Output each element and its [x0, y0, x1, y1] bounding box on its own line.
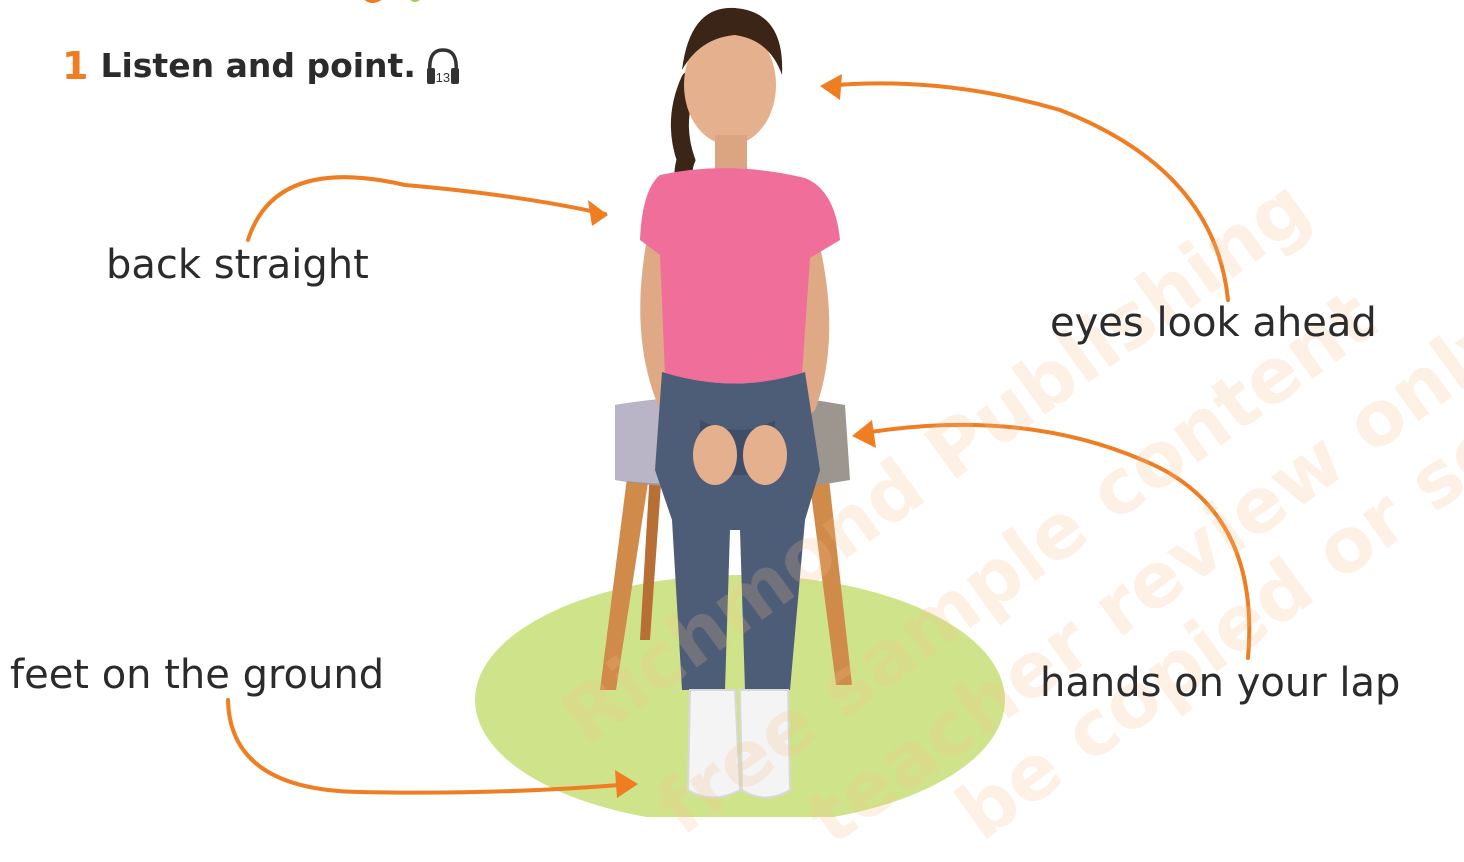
arrowhead [588, 200, 608, 226]
label-feet-on-ground: feet on the ground [10, 650, 384, 700]
activity-heading: 1 Listen and point. 13 [62, 44, 460, 88]
label-hands-on-lap: hands on your lap [1040, 658, 1400, 708]
arrow-back-straight [248, 177, 605, 240]
audio-track-number: 13 [426, 56, 460, 100]
leaf-icon [360, 0, 450, 22]
label-eyes-look-ahead: eyes look ahead [1050, 298, 1377, 348]
activity-number: 1 [62, 44, 88, 88]
arrow-eyes [825, 83, 1228, 300]
activity-instruction: Listen and point. [100, 44, 415, 88]
arrowhead [852, 420, 876, 448]
activity-page: Richmond Publishing free sample content … [0, 0, 1464, 817]
headphones-icon[interactable]: 13 [426, 46, 460, 86]
label-back-straight: back straight [106, 240, 369, 290]
white-shoe [740, 690, 790, 798]
arrowhead [820, 74, 842, 100]
white-shoe [688, 690, 740, 798]
